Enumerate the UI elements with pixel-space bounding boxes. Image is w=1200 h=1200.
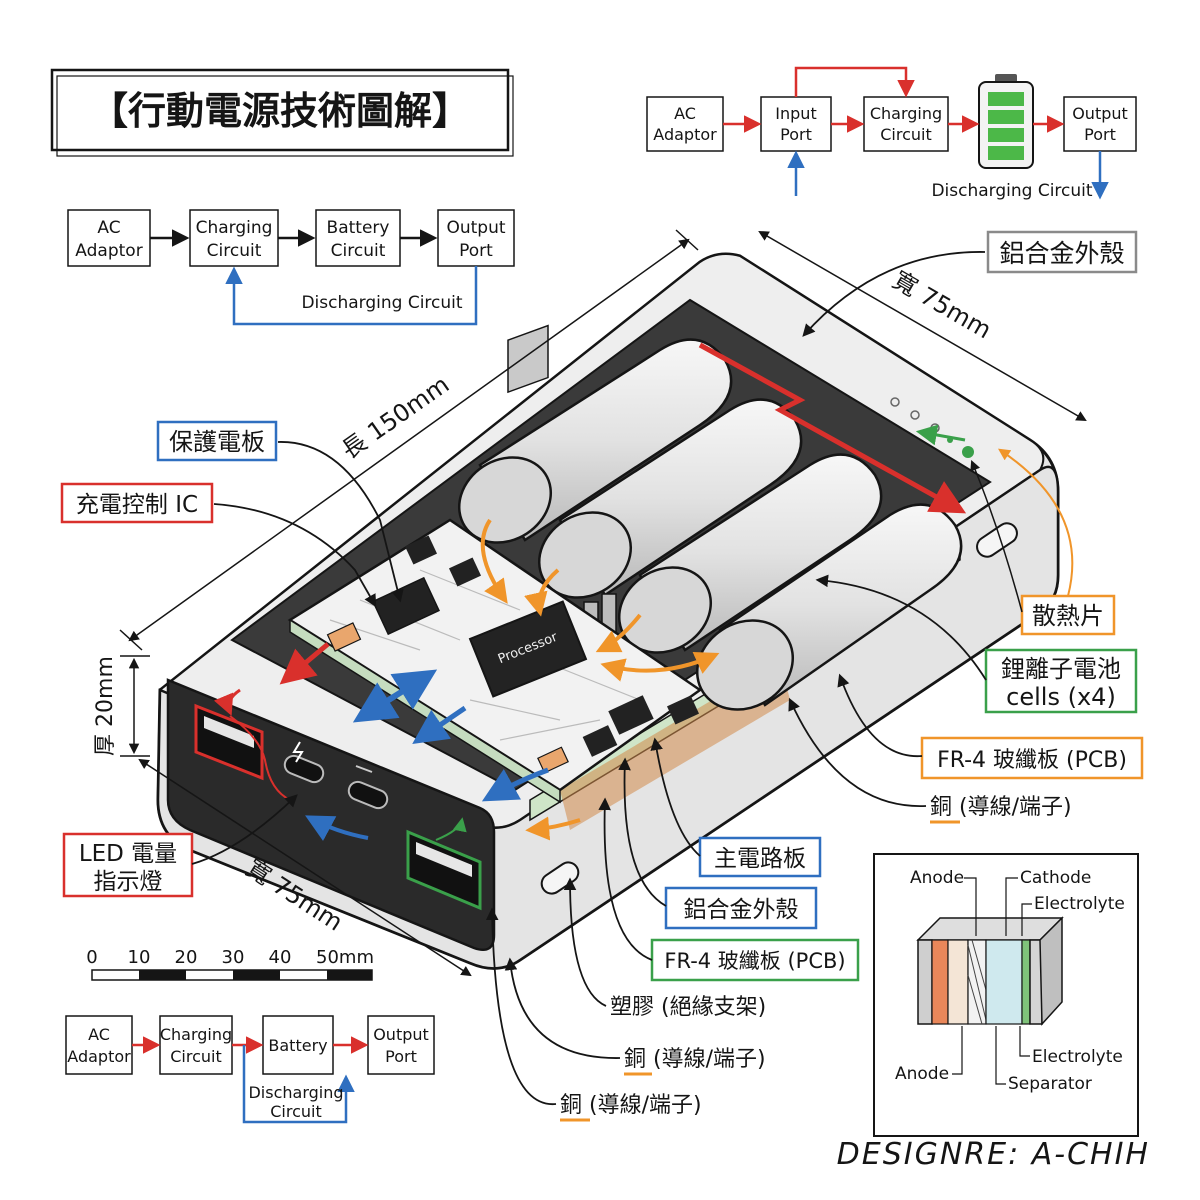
cell-anode-bottom: Anode [895,1064,949,1084]
scale-bar: 0 10 20 30 40 50mm [86,947,374,981]
label-li-ion: 鋰離子電池 [1001,655,1121,683]
label-led: LED 電量 [79,841,177,867]
label-alloy-top: 鋁合金外殼 [999,239,1124,268]
battery-cell-4 [695,503,963,711]
ftr-charging-label: Charging [870,104,942,123]
scale-tick-30: 30 [222,947,245,968]
flow-bottom-left: AC Adaptor Charging Circuit Battery Outp… [65,1015,435,1124]
ftl-ac-label: AC [97,218,120,238]
fbl-output-label2: Port [385,1047,417,1066]
battery-icon [978,74,1034,169]
cell-cross-section: Anode Cathode Electrolyte Anode Electrol… [873,853,1139,1137]
fbl-ac-label: AC [88,1025,110,1044]
designer-signature: DESIGNRE: A-CHIH [837,1137,1150,1172]
ftl-discharging-label: Discharging Circuit [301,293,462,313]
scale-tick-50: 50mm [316,947,374,968]
ftr-output-label: Output [1072,104,1128,123]
label-main-board: 主電路板 [714,846,806,872]
ftl-charging-label: Charging [196,218,273,238]
scale-tick-0: 0 [86,947,97,968]
scale-tick-40: 40 [269,947,292,968]
ftl-output-label2: Port [459,241,493,261]
flow-top-left: AC Adaptor Charging Circuit Battery Circ… [67,209,515,326]
label-protect-board: 保護電板 [169,428,265,456]
ftl-output-label: Output [446,218,505,238]
label-copper-b1: 銅 (導線/端子) [624,1047,766,1072]
fbl-ac-label2: Adaptor [67,1047,131,1066]
title-block: 【行動電源技術圖解】 [50,68,514,157]
ftl-battery-label2: Circuit [331,241,386,261]
ftl-battery-label: Battery [327,218,390,238]
cell-separator: Separator [1008,1074,1092,1094]
label-fr4-right: FR-4 玻纖板 (PCB) [937,748,1127,773]
label-heatsink: 散熱片 [1032,602,1104,630]
cell-electrolyte-bottom: Electrolyte [1032,1047,1123,1067]
label-fr4-bottom: FR-4 玻纖板 (PCB) [664,949,845,973]
ftr-ac-label2: Adaptor [653,125,717,144]
thickness-dimension: 厚 20mm [93,656,118,756]
label-charge-ic: 充電控制 IC [76,492,198,518]
label-plastic: 塑膠 (絕緣支架) [610,995,766,1020]
callouts: 鋁合金外殼 保護電板 充電控制 IC 散熱片 鋰離子電池 cells (x4) … [60,230,1144,1122]
fbl-output-label: Output [373,1025,429,1044]
ftr-discharging-label: Discharging Circuit [931,181,1092,201]
width-top-dimension: 寬 75mm [888,266,996,345]
fbl-discharging-label2: Circuit [270,1102,322,1121]
ftr-charging-label2: Circuit [880,125,932,144]
cell-anode-top: Anode [910,868,964,888]
label-copper-b2: 銅 (導線/端子) [560,1093,702,1118]
label-copper-right: 銅 (導線/端子) [930,795,1072,820]
scale-tick-20: 20 [175,947,198,968]
ftr-input-label2: Port [780,125,812,144]
fbl-discharging-label: Discharging [248,1083,343,1102]
ftl-charging-label2: Circuit [207,241,262,261]
fbl-charging-label2: Circuit [170,1047,222,1066]
scale-tick-10: 10 [128,947,151,968]
label-led-indicator: 指示燈 [94,869,163,895]
fbl-battery-label: Battery [268,1036,327,1055]
flow-top-right: AC Adaptor Input Port Charging Circuit O… [646,66,1137,201]
ftr-ac-label: AC [674,104,696,123]
cell-cathode: Cathode [1020,868,1091,888]
label-alloy-bottom: 鋁合金外殼 [684,897,799,923]
cell-electrolyte-top: Electrolyte [1034,894,1125,914]
page-title: 【行動電源技術圖解】 [90,89,470,133]
ftl-ac-label2: Adaptor [75,241,142,261]
ftr-input-label: Input [775,104,816,123]
label-li-ion-cells: cells (x4) [1006,683,1116,711]
ftr-output-label2: Port [1084,125,1116,144]
fbl-charging-label: Charging [160,1025,232,1044]
